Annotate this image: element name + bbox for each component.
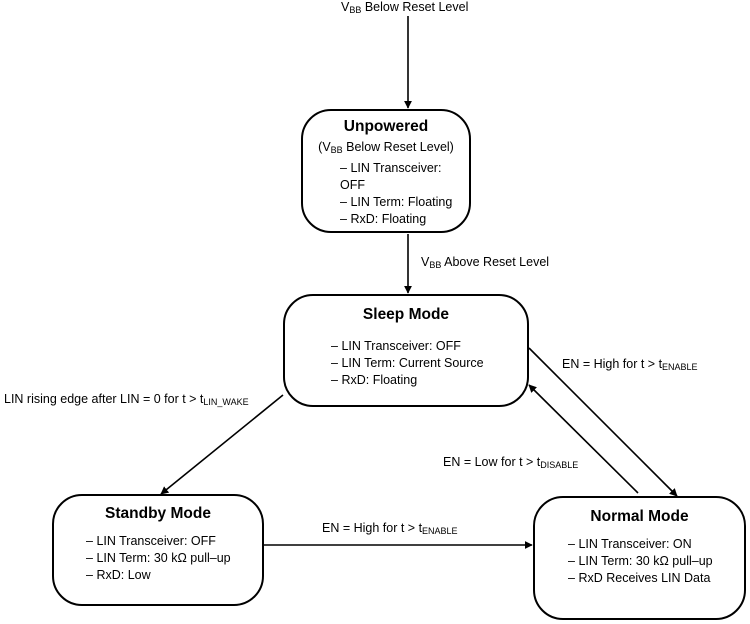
state-standby-mode: Standby Mode LIN Transceiver: OFF LIN Te…: [52, 494, 264, 606]
state-property: RxD Receives LIN Data: [568, 570, 744, 587]
state-property: RxD: Floating: [340, 211, 469, 228]
state-title: Standby Mode: [105, 505, 211, 522]
state-property: LIN Transceiver: OFF: [340, 160, 469, 194]
state-property: RxD: Low: [86, 567, 262, 584]
state-property: LIN Transceiver: OFF: [86, 533, 262, 550]
state-property: LIN Transceiver: ON: [568, 536, 744, 553]
label-normal-to-sleep: EN = Low for t > tDISABLE: [443, 455, 579, 470]
state-property: RxD: Floating: [331, 372, 527, 389]
label-sleep-to-normal: EN = High for t > tENABLE: [562, 357, 698, 372]
state-properties: LIN Transceiver: OFF LIN Term: 30 kΩ pul…: [54, 533, 262, 584]
state-properties: LIN Transceiver: OFF LIN Term: Floating …: [303, 160, 469, 228]
arrow-normal-to-sleep: [528, 384, 639, 494]
state-properties: LIN Transceiver: ON LIN Term: 30 kΩ pull…: [535, 536, 744, 587]
label-sleep-to-standby: LIN rising edge after LIN = 0 for t > tL…: [4, 392, 249, 407]
state-sleep-mode: Sleep Mode LIN Transceiver: OFF LIN Term…: [283, 294, 529, 407]
state-property: LIN Term: 30 kΩ pull–up: [86, 550, 262, 567]
state-subtitle: (VBB Below Reset Level): [318, 140, 454, 155]
state-normal-mode: Normal Mode LIN Transceiver: ON LIN Term…: [533, 496, 746, 620]
arrow-sleep-to-standby: [160, 394, 284, 495]
state-title: Normal Mode: [590, 508, 689, 525]
state-unpowered: Unpowered (VBB Below Reset Level) LIN Tr…: [301, 109, 471, 233]
label-standby-to-normal: EN = High for t > tENABLE: [322, 521, 458, 536]
arrow-sleep-to-normal: [528, 347, 678, 497]
label-entry: VBB Below Reset Level: [341, 0, 469, 15]
state-property: LIN Term: Floating: [340, 194, 469, 211]
state-property: LIN Term: Current Source: [331, 355, 527, 372]
state-title: Sleep Mode: [362, 306, 450, 323]
state-properties: LIN Transceiver: OFF LIN Term: Current S…: [285, 338, 527, 389]
state-property: LIN Term: 30 kΩ pull–up: [568, 553, 744, 570]
state-title: Unpowered: [343, 118, 429, 135]
label-unpowered-to-sleep: VBB Above Reset Level: [421, 255, 550, 270]
state-property: LIN Transceiver: OFF: [331, 338, 527, 355]
